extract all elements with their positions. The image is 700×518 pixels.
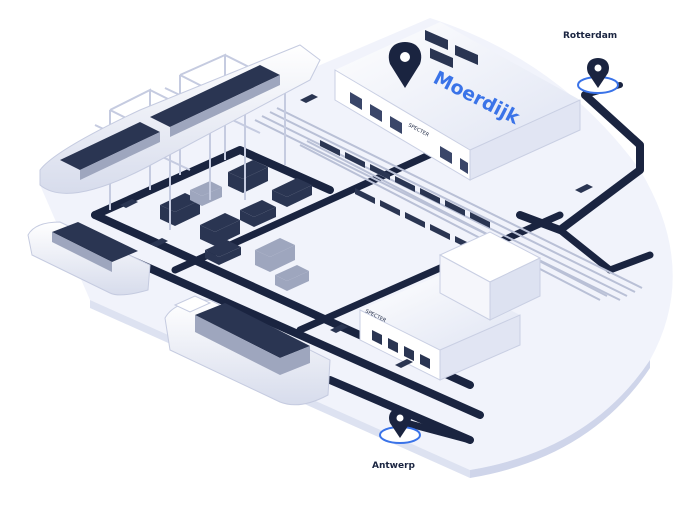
cargo-ship-top: [39, 44, 321, 194]
trucks: [120, 94, 593, 368]
cargo-ship-middle: [27, 221, 151, 296]
rotterdam-label: Rotterdam: [563, 31, 617, 41]
location-pin-icon: [388, 42, 422, 88]
cargo-ship-bottom: [164, 295, 331, 406]
location-pin-icon: [587, 58, 609, 88]
second-warehouse: SPECTER: [359, 231, 542, 381]
location-pin-icon: [389, 408, 411, 438]
antwerp-marker: Antwerp: [372, 408, 421, 471]
antwerp-label: Antwerp: [372, 461, 416, 471]
rotterdam-marker: Rotterdam: [563, 31, 619, 94]
container-yard: [160, 160, 312, 291]
